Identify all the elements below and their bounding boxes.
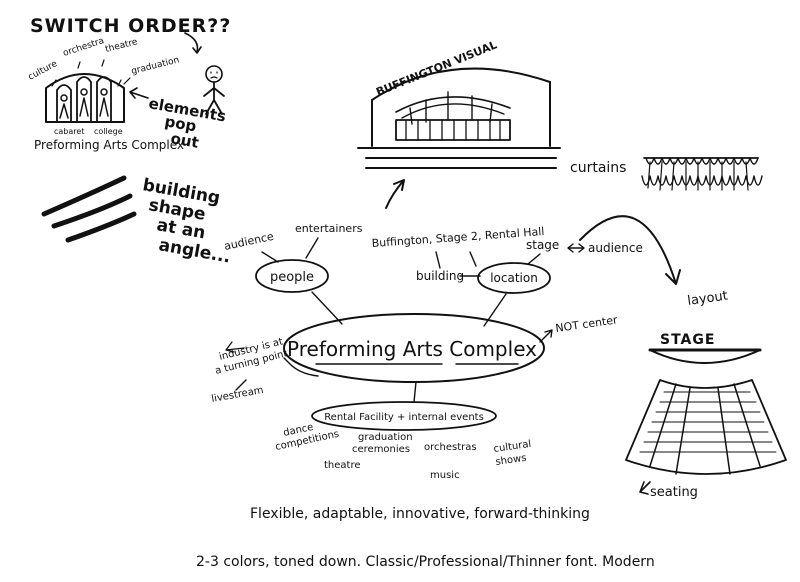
up-arrow-icon	[385, 179, 405, 209]
label-college: college	[94, 127, 123, 136]
not-center-arrow-icon	[539, 329, 553, 343]
center-ellipse	[283, 313, 545, 383]
event-music: music	[430, 470, 460, 481]
label-out: out	[169, 129, 200, 152]
rental-ellipse	[311, 401, 497, 431]
audience-label: audience	[223, 230, 275, 253]
event-shows: shows	[495, 453, 527, 468]
mind-map: audience entertainers people Buffington,…	[211, 222, 643, 481]
event-orchestras: orchestras	[424, 442, 477, 453]
people-ellipse	[255, 259, 329, 293]
buffington-visual-sketch: BUFFINGTON VISUAL	[357, 38, 561, 209]
building-shape-sketch: building shape at an angle...	[41, 175, 232, 268]
seating-area-icon	[625, 379, 787, 475]
curtains-label: curtains	[570, 160, 626, 176]
industry-arrow-icon	[225, 341, 245, 353]
location-label: location	[490, 271, 538, 285]
switch-arrow-icon	[184, 32, 199, 53]
not-center-label: NOT center	[555, 313, 619, 335]
stage-label: stage	[526, 238, 559, 252]
double-arrow-icon	[567, 243, 585, 253]
seating-label: seating	[650, 485, 698, 500]
adjectives-note: Flexible, adaptable, innovative, forward…	[250, 506, 590, 522]
label-orchestra: orchestra	[62, 36, 106, 59]
curved-arrow-icon	[579, 215, 681, 285]
label-culture: culture	[27, 59, 60, 83]
stage-title: STAGE	[660, 332, 715, 348]
swoosh-line-icon	[41, 175, 127, 217]
switch-order-title: SWITCH ORDER??	[30, 15, 231, 37]
label-cabaret: cabaret	[54, 127, 84, 136]
location-ellipse	[477, 262, 551, 294]
event-cultural: cultural	[493, 439, 532, 455]
roof-arc-icon	[371, 67, 551, 101]
layout-label: layout	[686, 288, 728, 308]
event-graduation: graduation	[358, 432, 413, 443]
event-ceremonies: ceremonies	[352, 444, 410, 455]
label-pop: pop	[163, 112, 198, 135]
center-label: Preforming Arts Complex	[287, 337, 537, 361]
stick-figure-icon	[203, 65, 225, 115]
rental-label: Rental Facility + internal events	[324, 412, 484, 423]
label-graduation: graduation	[130, 55, 180, 77]
label-theatre: theatre	[104, 37, 139, 55]
curtains-sketch: curtains	[570, 157, 763, 191]
event-theatre: theatre	[324, 460, 361, 471]
stage-audience-label: audience	[588, 241, 643, 255]
switch-order-sketch: SWITCH ORDER?? culture orchestra theatre…	[27, 15, 231, 152]
entertainers-label: entertainers	[295, 222, 363, 235]
seating-arrow-icon	[639, 481, 651, 495]
pop-out-arrow-icon	[129, 87, 149, 99]
facade-sketch-icon	[45, 59, 131, 123]
style-note: 2-3 colors, toned down. Classic/Professi…	[196, 554, 655, 570]
people-label: people	[270, 270, 314, 285]
locations-list-label: Buffington, Stage 2, Rental Hall	[371, 225, 545, 250]
building-label: building	[416, 269, 464, 283]
label-preforming-arts-complex: Preforming Arts Complex	[34, 138, 184, 152]
stage-layout-sketch: layout STAGE seating	[579, 215, 787, 500]
